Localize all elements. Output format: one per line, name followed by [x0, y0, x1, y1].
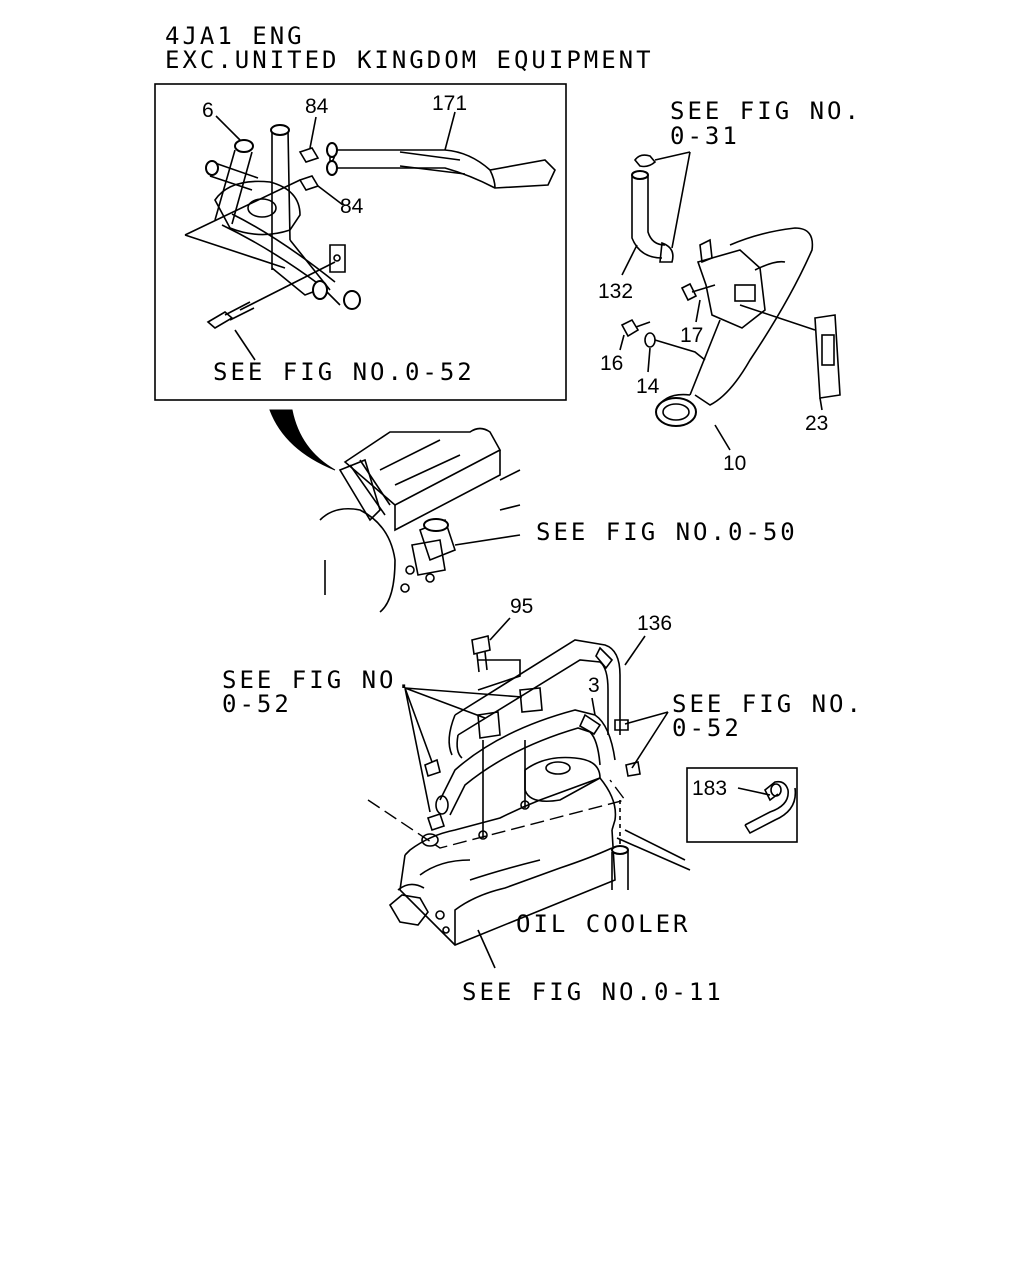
hose-132 — [621, 154, 674, 276]
part-number-17: 17 — [680, 324, 703, 347]
header-line-2: EXC.UNITED KINGDOM EQUIPMENT — [165, 46, 654, 74]
part-number-16: 16 — [600, 352, 623, 375]
header-line-1: 4JA1 ENG — [165, 22, 305, 50]
part-number-132: 132 — [598, 280, 633, 303]
reference-0-31-line1: SEE FIG NO. — [670, 97, 862, 125]
reference-0-11: SEE FIG NO.0-11 — [462, 978, 724, 1006]
part-number-171: 171 — [432, 92, 467, 115]
part-183-frame — [686, 767, 798, 843]
reference-right-0-52-line2: 0-52 — [672, 714, 742, 742]
gasket-23 — [814, 314, 841, 399]
part-number-6: 6 — [202, 99, 214, 122]
oil-pipes — [435, 639, 621, 816]
water-pipe-assembly — [184, 124, 556, 329]
part-number-183: 183 — [692, 777, 727, 800]
part-number-95: 95 — [510, 595, 533, 618]
oil-cooler-block — [367, 756, 627, 946]
reference-right-0-52-line1: SEE FIG NO. — [672, 690, 864, 718]
water-outlet-pipe-10 — [655, 227, 814, 427]
part-number-84-top: 84 — [305, 95, 329, 118]
bolt-95 — [471, 635, 491, 673]
reference-left-0-52-line2: 0-52 — [222, 690, 292, 718]
reference-0-50: SEE FIG NO.0-50 — [536, 518, 798, 546]
clips — [424, 687, 641, 832]
part-number-14: 14 — [636, 375, 660, 398]
part-number-10: 10 — [723, 452, 746, 475]
cylinder-head-illustration — [319, 427, 521, 613]
clamp-183 — [744, 780, 797, 835]
part-number-84-bottom: 84 — [340, 195, 364, 218]
reference-left-0-52-line1: SEE FIG NO. — [222, 666, 414, 694]
inset-reference-0-52: SEE FIG NO.0-52 — [213, 358, 475, 386]
part-number-23: 23 — [805, 412, 828, 435]
inset-frame — [154, 83, 567, 401]
part-number-136: 136 — [637, 612, 672, 635]
reference-0-31-line2: 0-31 — [670, 122, 740, 150]
part-number-3: 3 — [588, 674, 600, 697]
pointer-arrow — [269, 409, 336, 471]
oil-cooler-label: OIL COOLER — [516, 910, 691, 938]
